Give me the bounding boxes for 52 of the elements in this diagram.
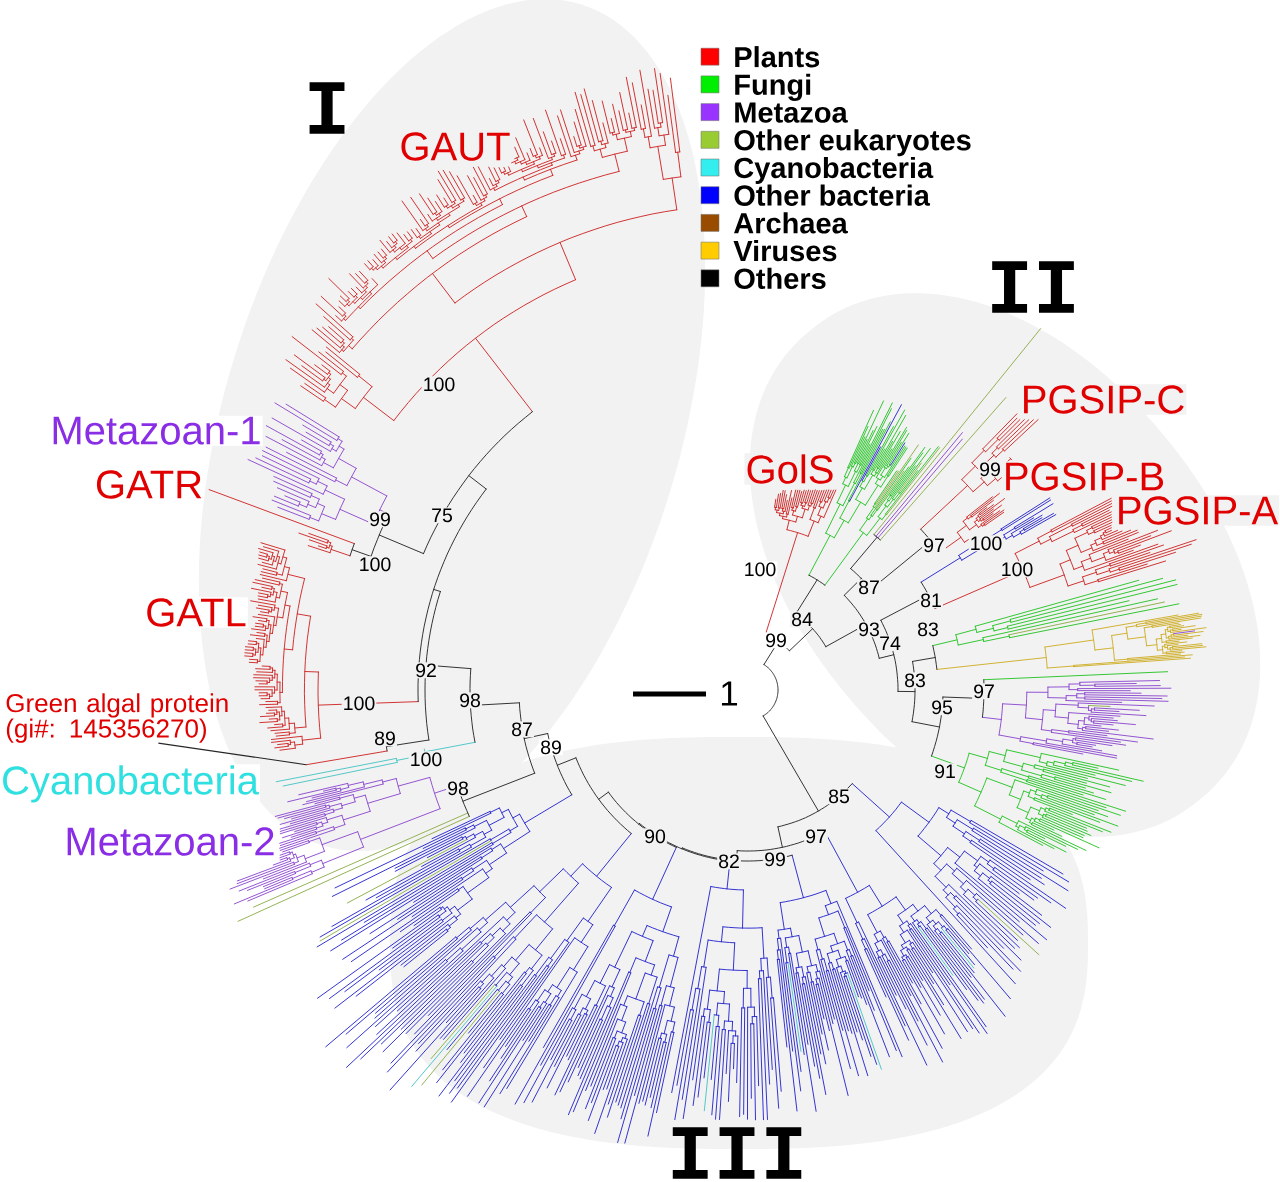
- legend-label: Cyanobacteria: [734, 156, 934, 184]
- bootstrap-value: 100: [357, 556, 393, 573]
- bootstrap-value: 92: [414, 662, 438, 679]
- bootstrap-value: 87: [857, 579, 881, 596]
- legend-label: Other eukaryotes: [734, 129, 971, 157]
- bootstrap-value: 97: [972, 683, 996, 700]
- bootstrap-value: 90: [643, 828, 667, 845]
- bootstrap-value: 84: [790, 611, 814, 628]
- bootstrap-value: 95: [930, 699, 954, 716]
- bootstrap-value: 83: [903, 672, 927, 689]
- bootstrap-value: 100: [968, 535, 1004, 552]
- bootstrap-value: 89: [539, 739, 563, 756]
- bootstrap-value: 99: [763, 851, 787, 868]
- bootstrap-value: 99: [368, 511, 392, 528]
- callout-label: Green algal protein (gi#: 145356270): [6, 693, 228, 743]
- clade-label: GAUT: [398, 131, 512, 162]
- bootstrap-value: 81: [919, 592, 943, 609]
- bootstrap-value: 100: [999, 561, 1035, 578]
- legend-label: Other bacteria: [734, 184, 931, 206]
- bootstrap-value: 89: [373, 730, 397, 747]
- bootstrap-value: 100: [742, 561, 778, 578]
- bootstrap-value: 98: [458, 692, 482, 709]
- clade-label: PGSIP-C: [1019, 384, 1187, 415]
- clade-label: GATL: [144, 597, 248, 628]
- bootstrap-value: 83: [916, 621, 940, 638]
- bootstrap-value: 99: [764, 632, 788, 649]
- bootstrap-value: 99: [978, 461, 1002, 478]
- clade-label: PGSIP-A: [1114, 495, 1280, 526]
- clade-label: Metazoan-1: [49, 415, 263, 446]
- legend-label: Metazoa: [735, 102, 848, 123]
- bootstrap-value: 100: [341, 695, 377, 712]
- bootstrap-value: 98: [446, 780, 470, 797]
- tree-branch: [305, 750, 388, 766]
- bootstrap-value: 82: [717, 853, 741, 870]
- clade-label: Metazoan-2: [63, 826, 277, 857]
- leader-line: [157, 742, 307, 766]
- legend-label: Plants: [735, 46, 820, 68]
- bootstrap-value: 100: [408, 751, 444, 768]
- legend-label: Others: [734, 267, 826, 289]
- clade-label: GolS: [744, 453, 836, 485]
- legend-label: Fungi: [735, 73, 811, 101]
- bootstrap-value: 97: [922, 537, 946, 554]
- bootstrap-value: 100: [421, 376, 457, 393]
- clade-label: GATR: [93, 469, 205, 500]
- bootstrap-value: 93: [857, 621, 881, 638]
- scale-value: 1: [718, 680, 740, 707]
- legend-label: Archaea: [734, 212, 848, 234]
- clade-label: Cyanobacteria: [0, 764, 261, 804]
- legend-label: Viruses: [733, 240, 837, 262]
- bootstrap-value: 97: [804, 828, 828, 845]
- bootstrap-value: 85: [827, 788, 851, 805]
- bootstrap-value: 91: [933, 763, 957, 780]
